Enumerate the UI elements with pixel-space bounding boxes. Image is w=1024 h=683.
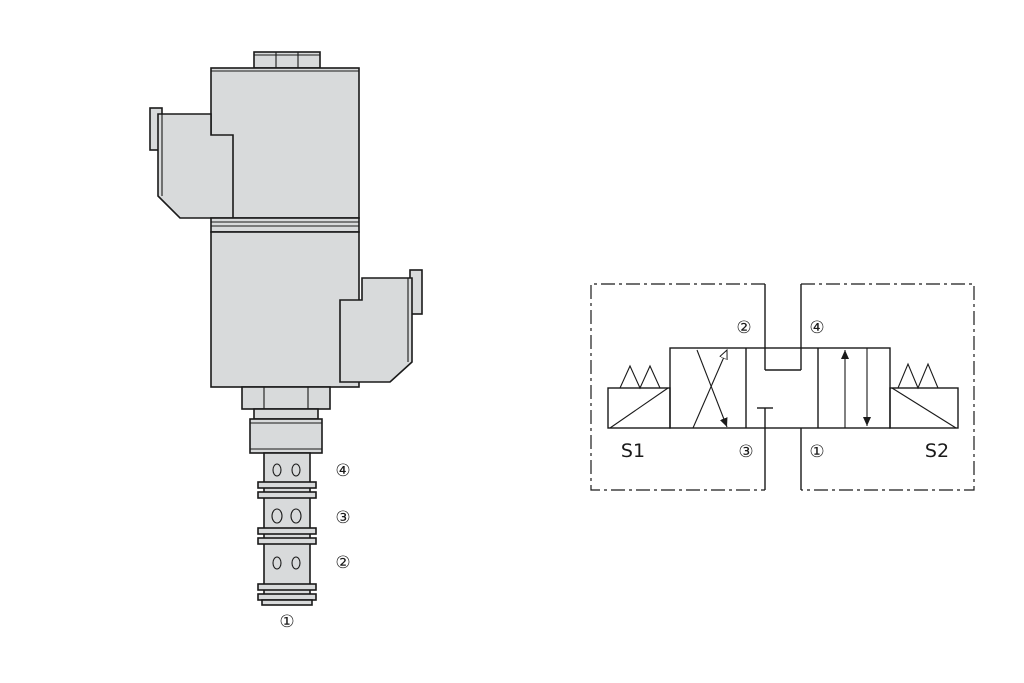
solenoid-label-s2: S2: [925, 440, 949, 462]
solenoid-left-actuator: [607, 364, 671, 429]
schematic-port-2: ②: [736, 318, 751, 338]
hex-nut: [241, 386, 331, 410]
upper-coil-housing: [210, 67, 360, 219]
connector-left: [149, 107, 234, 219]
middle-band: [210, 217, 360, 233]
solenoid-label-s1: S1: [621, 440, 645, 462]
port-label-2: ②: [335, 553, 350, 573]
thread-section: [249, 408, 323, 454]
valve-envelopes: [669, 347, 891, 429]
left-position-cross: [692, 350, 727, 429]
port-lines: [764, 284, 802, 490]
middle-position-blocked: [757, 348, 773, 428]
schematic-port-3: ③: [738, 442, 753, 462]
solenoid-valve-cartridge: ④ ③ ② ①: [149, 51, 423, 632]
schematic-port-1: ①: [809, 442, 824, 462]
top-nut: [253, 51, 321, 69]
right-position-parallel: [841, 348, 871, 428]
schematic-port-4: ④: [809, 318, 824, 338]
port-holes: [271, 463, 302, 570]
port-label-1: ①: [279, 612, 294, 632]
connector-right: [339, 269, 423, 383]
lower-coil-housing: [210, 231, 360, 388]
hydraulic-schematic: ② ④ ③ ① S1 S2: [590, 283, 975, 491]
port-label-4: ④: [335, 461, 350, 481]
solenoid-right-actuator: [889, 362, 959, 429]
enclosure-outline: [590, 283, 765, 491]
cartridge-body: [257, 452, 317, 606]
port-label-3: ③: [335, 508, 350, 528]
